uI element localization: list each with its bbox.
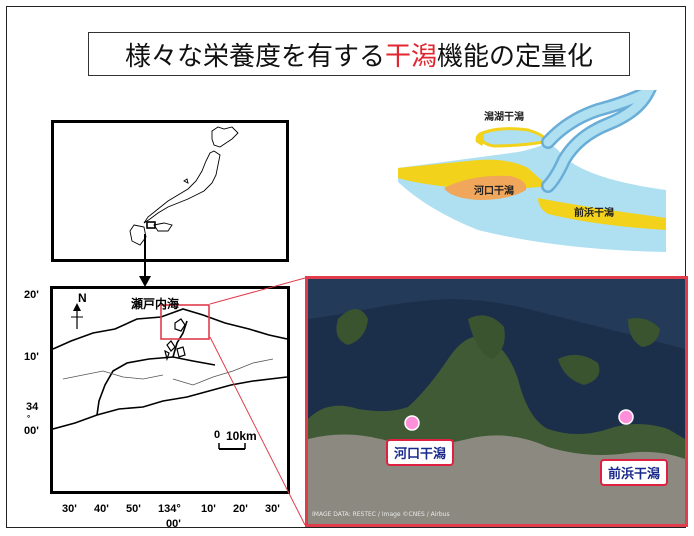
title-highlight: 干潟 [384, 41, 437, 72]
lat-tick-00: 00' [24, 425, 39, 437]
sea-label: 瀬戸内海 [131, 297, 180, 311]
lat-tick-34: 34 [26, 401, 39, 413]
island-east [558, 354, 600, 385]
lon-tick-30w: 30' [62, 503, 77, 515]
title-part2: 機能の定量化 [437, 41, 594, 72]
island-ne [628, 318, 660, 347]
satellite-image: 河口干潟 前浜干潟 IMAGE DATA: RESTEC / Image ©CN… [305, 276, 688, 527]
satellite-terrain [308, 279, 685, 524]
lon-tick-00: 00' [166, 518, 181, 530]
lon-tick-134: 134° [158, 503, 181, 515]
estuary-flat-marker[interactable] [404, 415, 420, 431]
zoom-box [160, 304, 210, 340]
lon-tick-20: 20' [233, 503, 248, 515]
title-part1: 様々な栄養度を有する [124, 41, 385, 72]
foreshore-flat [538, 198, 666, 230]
lat-tick-10: 10' [24, 351, 39, 363]
lat-tick-20: 20' [24, 289, 39, 301]
site-label-estuary: 河口干潟 [386, 439, 455, 466]
foreshore-flat-marker[interactable] [618, 409, 634, 425]
regional-map: N 瀬戸内海 0 10km [50, 286, 290, 494]
lon-tick-10: 10' [201, 503, 216, 515]
label-foreshore-flat: 前浜干潟 [574, 206, 614, 219]
lagoon-bar [475, 132, 484, 146]
lon-tick-30e: 30' [265, 503, 280, 515]
lat-tick-degree: ° [27, 414, 31, 423]
zoom-arrow [139, 234, 151, 287]
image-attribution: IMAGE DATA: RESTEC / Image ©CNES / Airbu… [312, 511, 450, 518]
site-label-foreshore: 前浜干潟 [600, 459, 669, 486]
regional-coastline [52, 303, 288, 450]
mud-flat [444, 175, 527, 200]
slide-title: 様々な栄養度を有する干潟機能の定量化 [88, 32, 630, 76]
label-estuary-flat: 河口干潟 [474, 184, 514, 197]
island-center [468, 315, 505, 359]
japan-outline [129, 126, 239, 246]
lon-tick-40: 40' [94, 503, 109, 515]
tidal-flat-diagram: 潟湖干潟 河口干潟 前浜干潟 [398, 90, 666, 252]
island-west [336, 309, 368, 345]
lon-tick-50: 50' [126, 503, 141, 515]
scale-zero: 0 [214, 429, 221, 441]
lagoon [478, 127, 547, 148]
slide-frame [6, 6, 686, 528]
scale-text: 10km [226, 429, 257, 443]
study-area-box [146, 221, 156, 229]
japan-inset-map [51, 120, 289, 262]
sea-area [398, 142, 666, 252]
north-label: N [78, 291, 87, 305]
label-lagoon-flat: 潟湖干潟 [484, 110, 524, 123]
